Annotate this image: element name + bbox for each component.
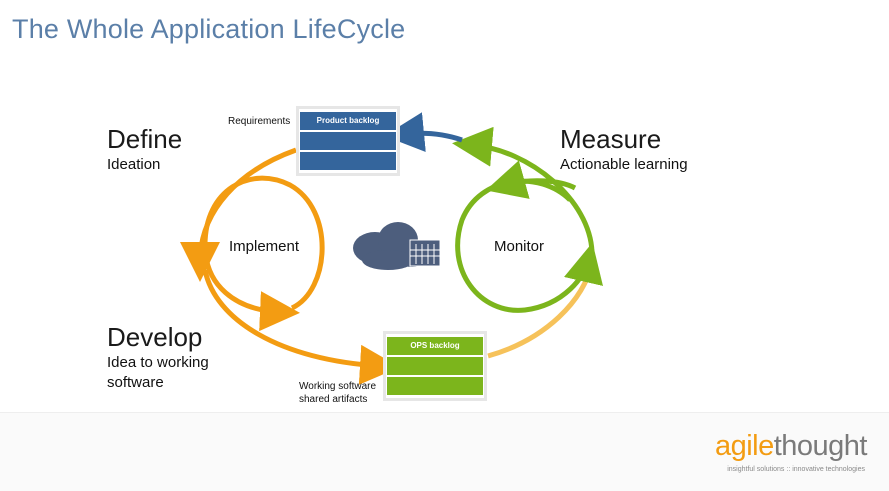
define-subtitle: Ideation [107,156,161,173]
requirements-label: Requirements [228,116,291,127]
develop-title: Develop [107,322,203,352]
server-icon [409,239,441,267]
product-backlog: Product backlog [296,106,400,176]
logo-part-agile: agile [714,430,774,462]
monitor-loop-top [485,160,577,199]
ops-backlog: OPS backlog [383,331,487,401]
product-backlog-row [300,132,396,150]
define-title: Define [107,124,183,154]
ops-backlog-row [387,377,483,395]
working-software-label: Working software [299,381,377,392]
ops-backlog-header: OPS backlog [387,337,483,355]
logo-tagline: insightful solutions :: innovative techn… [727,466,865,473]
product-backlog-row [300,152,396,170]
agilethought-logo: agilethought [714,430,868,463]
logo-part-thought: thought [773,430,868,462]
feedback-arrow [384,112,463,153]
implement-label: Implement [229,238,300,255]
develop-subtitle-line1: Idea to working [107,354,209,371]
develop-subtitle-line2: software [107,374,164,391]
product-backlog-header: Product backlog [300,112,396,130]
implement-loop [202,175,325,332]
measure-subtitle: Actionable learning [560,156,688,173]
footer [0,412,889,491]
develop-arrow [202,269,400,385]
cloud-icon [353,222,430,270]
ops-backlog-row [387,357,483,375]
measure-title: Measure [560,124,662,154]
monitor-label: Monitor [494,238,545,255]
shared-artifacts-label: shared artifacts [299,394,368,405]
page-title: The Whole Application LifeCycle [12,14,406,44]
